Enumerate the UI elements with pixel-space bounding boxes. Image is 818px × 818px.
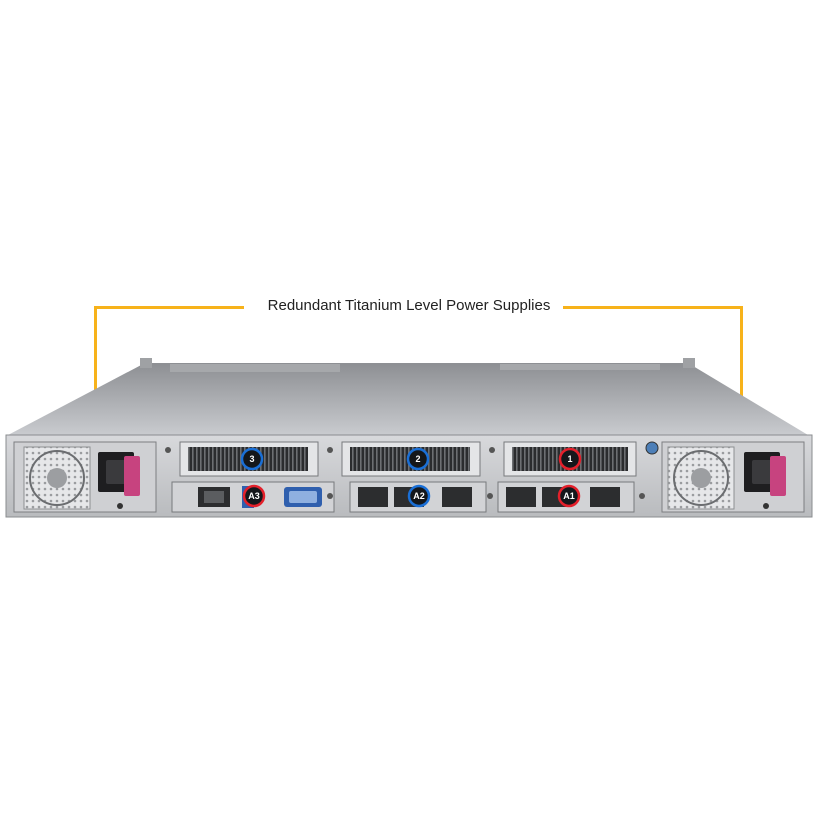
chassis-top <box>8 363 808 435</box>
pcie-slot-1 <box>503 441 637 477</box>
slot-badge-3: 3 <box>240 447 264 471</box>
slot-badge-text: A2 <box>413 491 425 501</box>
callout-line-top-left <box>94 306 244 309</box>
slot-badge-1: 1 <box>558 447 582 471</box>
slot-badge-text: A1 <box>563 491 575 501</box>
power-supply-fan-icon <box>29 450 85 506</box>
power-supply-right <box>661 441 805 513</box>
slot-badge-2: 2 <box>406 447 430 471</box>
power-supply-fan-icon <box>673 450 729 506</box>
slot-badge-a3: A3 <box>242 484 266 508</box>
power-supply-left <box>13 441 157 513</box>
callout-line-top-right <box>563 306 743 309</box>
slot-badge-a2: A2 <box>407 484 431 508</box>
callout-line-right-vertical <box>740 306 743 446</box>
slot-badge-text: 1 <box>567 454 572 464</box>
slot-badge-text: 2 <box>415 454 420 464</box>
slot-badge-text: 3 <box>249 454 254 464</box>
callout-line-left-vertical <box>94 306 97 446</box>
slot-badge-text: A3 <box>248 491 260 501</box>
network-card-a1 <box>497 481 635 513</box>
slot-badge-a1: A1 <box>557 484 581 508</box>
